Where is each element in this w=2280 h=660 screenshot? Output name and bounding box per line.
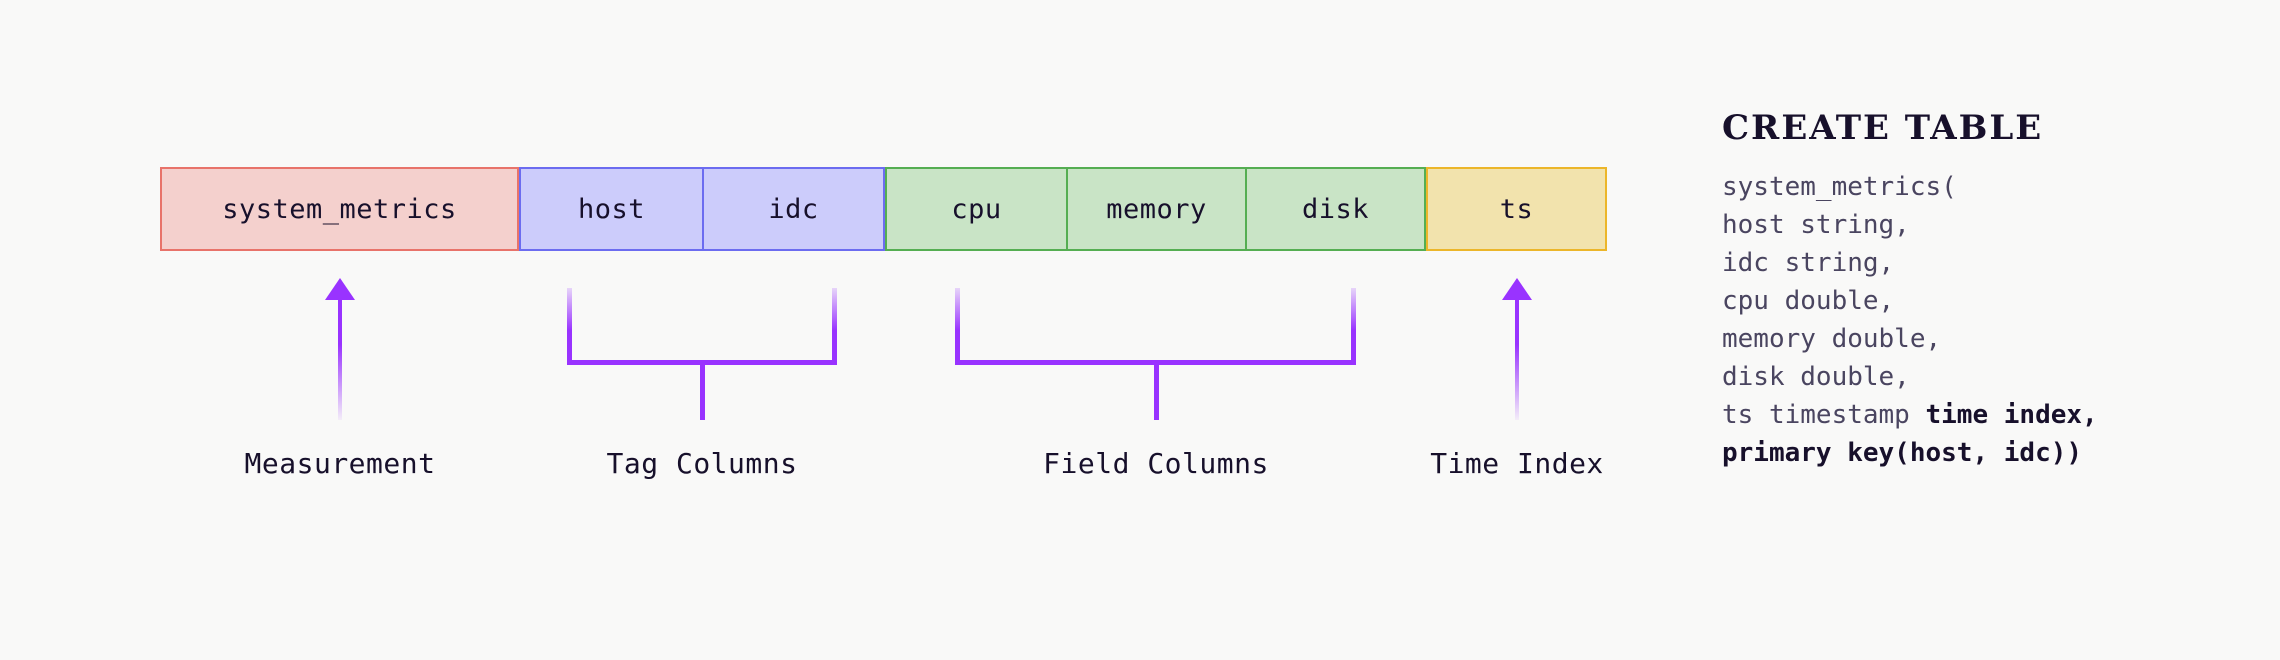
sql-line: system_metrics( <box>1722 168 2242 206</box>
sql-text: disk double, <box>1722 362 1910 392</box>
schema-cell-cpu[interactable]: cpu <box>951 193 1002 225</box>
sql-line: memory double, <box>1722 320 2242 358</box>
schema-cell-idc[interactable]: idc <box>702 169 883 249</box>
arrow-shaft-measurement <box>338 298 342 420</box>
caption-tag: Tag Columns <box>606 447 798 480</box>
bracket-stem-tag <box>700 365 705 420</box>
schema-cell-ts[interactable]: ts <box>1499 193 1534 225</box>
bracket-tag <box>567 288 837 365</box>
schema-group-time: ts <box>1426 167 1607 251</box>
sql-line: cpu double, <box>1722 282 2242 320</box>
sql-text: memory double, <box>1722 324 1942 354</box>
sql-title: CREATE TABLE <box>1722 108 2044 148</box>
caption-field: Field Columns <box>1043 447 1269 480</box>
arrow-head-time <box>1502 278 1532 300</box>
sql-line: primary key(host, idc)) <box>1722 434 2242 472</box>
bracket-field <box>955 288 1356 365</box>
bracket-stem-field <box>1154 365 1159 420</box>
sql-keyword: time index, <box>1925 400 2098 430</box>
sql-text: idc string, <box>1722 248 1895 278</box>
sql-line: ts timestamp time index, <box>1722 396 2242 434</box>
caption-measurement: Measurement <box>244 447 436 480</box>
sql-line: disk double, <box>1722 358 2242 396</box>
schema-cell-system_metrics[interactable]: system_metrics <box>222 193 457 225</box>
sql-body: system_metrics(host string, idc string, cp… <box>1722 168 2242 472</box>
sql-line: idc string, <box>1722 244 2242 282</box>
sql-text: system_metrics( <box>1722 172 1957 202</box>
arrow-head-measurement <box>325 278 355 300</box>
schema-cell-memory[interactable]: memory <box>1066 169 1245 249</box>
schema-cell-host[interactable]: host <box>577 193 646 225</box>
sql-text: ts timestamp <box>1722 400 1926 430</box>
caption-time: Time Index <box>1430 447 1604 480</box>
sql-keyword: primary key(host, idc)) <box>1722 438 2083 468</box>
sql-text: host string, <box>1722 210 1910 240</box>
schema-group-measurement: system_metrics <box>160 167 519 251</box>
sql-line: host string, <box>1722 206 2242 244</box>
schema-cell-disk[interactable]: disk <box>1245 169 1424 249</box>
sql-text: cpu double, <box>1722 286 1895 316</box>
schema-group-tag: host idc <box>519 167 885 251</box>
create-table-snippet: CREATE TABLE system_metrics(host string,… <box>1722 108 2242 472</box>
arrow-shaft-time <box>1515 298 1519 420</box>
